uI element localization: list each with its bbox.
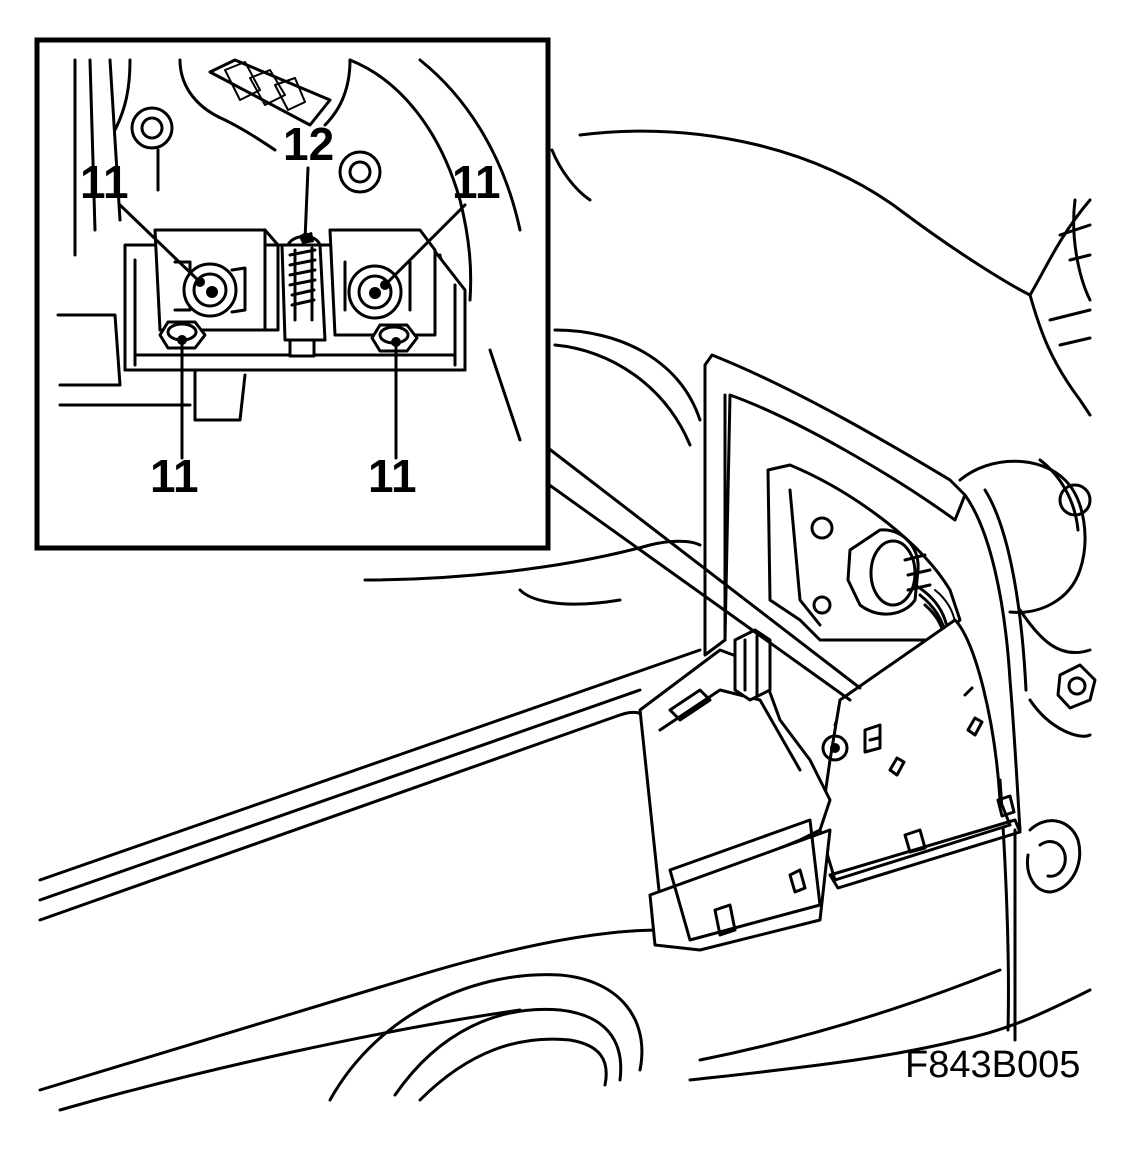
column-clip-3: [903, 828, 927, 854]
front-plate-slot-1: [966, 716, 984, 737]
inset-screw-thread: [288, 248, 317, 307]
column-cover-mid-edge: [38, 710, 652, 922]
harness-clamp-bolt-center: [830, 743, 840, 753]
inset-left-cage-side: [263, 228, 280, 332]
inset-left-panel-4: [113, 58, 132, 132]
front-plate: [818, 618, 1012, 882]
knob-right-inner: [1038, 840, 1067, 878]
inset-lower-support: [193, 368, 247, 422]
hub-bolt-right: [1056, 663, 1097, 710]
inset-nut-top-right-center: [369, 287, 381, 299]
front-plate-tab: [863, 723, 882, 754]
column-cover-bottom-edge: [38, 928, 662, 1092]
callout-11-bottom-left: 11: [150, 450, 199, 502]
inset-nut-top-left-ring: [192, 272, 228, 308]
inset-bracket-inner-frame: [133, 258, 457, 367]
inset-screw-base: [288, 338, 316, 358]
figure-id: F843B005: [905, 1044, 1080, 1086]
leader-top-center: [303, 166, 310, 242]
dashboard-upper-curve-2: [550, 148, 592, 202]
detail-leader-lines: [546, 446, 862, 702]
connector-block-lines: [743, 634, 759, 697]
inset-right-curve-3: [488, 348, 522, 442]
column-cover-lower-inner: [668, 818, 822, 942]
column-cover-lower: [648, 828, 832, 952]
detail-inset: 12 11 11 11 11: [34, 37, 551, 551]
front-plate-slot-2: [888, 756, 906, 777]
switch-housing-back: [703, 353, 967, 657]
dashboard-mid-curve-2: [553, 343, 692, 447]
right-console-part: [1028, 293, 1092, 417]
main-view: [38, 129, 1097, 1112]
steering-hub-inner: [1038, 458, 1080, 532]
lower-right-sweep-2: [698, 968, 1002, 1062]
column-clip-2: [713, 903, 737, 937]
inset-nut-top-left-center: [206, 286, 218, 298]
inset-left-panel-2: [88, 58, 97, 232]
callout-11-top-right: 11: [452, 156, 501, 208]
dash-lower-left-curve-2: [518, 588, 622, 606]
inset-left-outline: [56, 313, 122, 387]
dashboard-upper-curve: [578, 129, 1032, 297]
steering-hub-outline: [958, 459, 1087, 614]
mount-plate-inner: [788, 488, 822, 627]
inset-boss-left: [130, 106, 174, 150]
right-console-outline: [1028, 198, 1092, 297]
inset-screw-shaft: [293, 246, 314, 322]
leader-line-lower: [546, 482, 852, 702]
dash-lower-left-curve: [363, 539, 702, 582]
callout-11-bottom-right: 11: [368, 450, 417, 502]
dashboard-mid-curve: [553, 328, 702, 422]
column-cover-bottom-edge-2: [58, 1008, 522, 1112]
inset-nut-top-right-ring: [357, 274, 393, 310]
leader-top-left: [118, 203, 202, 284]
inset-top-bracket: [178, 58, 277, 152]
right-side-curves: [1018, 608, 1092, 738]
callout-12: 12: [283, 118, 334, 170]
leader-line-upper: [546, 446, 862, 690]
column-clip-1: [788, 868, 807, 894]
front-plate-slot-3: [963, 686, 974, 697]
column-cover-top-edge-2: [38, 688, 642, 902]
harness-clamp-bolt: [821, 734, 849, 762]
hub-bolt-right-center: [1067, 676, 1087, 696]
leader-bottom-right-dot: [391, 337, 401, 347]
hub-bolt-top: [1058, 483, 1092, 517]
lower-bowl-inner: [393, 1007, 623, 1097]
leader-top-center-dot: [300, 233, 310, 243]
shroud-right-edge: [963, 493, 1022, 832]
inset-right-curve-1: [348, 58, 473, 302]
callout-11-top-left: 11: [80, 156, 129, 208]
inset-left-panel-3: [108, 58, 122, 222]
inset-boss-left-inner: [140, 116, 164, 140]
inset-top-connector-grid: [224, 61, 306, 111]
leader-top-left-dot: [195, 277, 205, 287]
mount-hole-2: [812, 595, 832, 615]
inset-right-curve-2: [418, 58, 522, 232]
leader-bottom-left-dot: [177, 335, 187, 345]
inset-nut-top-left-flats: [230, 266, 247, 314]
front-plate-bottom-lip: [828, 818, 1022, 890]
inset-top-bracket-2: [323, 58, 352, 127]
lower-bowl-outer: [328, 973, 644, 1102]
inset-top-connector: [208, 58, 332, 127]
lower-bowl-inner-2: [418, 1037, 608, 1102]
leader-top-right: [383, 203, 467, 287]
leader-top-right-dot: [380, 280, 390, 290]
connector-body: [846, 528, 920, 616]
inset-boss-right: [338, 150, 382, 194]
lower-right-sweep: [688, 988, 1092, 1082]
right-console-part-3: [1072, 198, 1092, 302]
column-clip-4: [996, 794, 1016, 818]
inset-right-cage-tab: [343, 260, 412, 312]
knob-right: [1025, 819, 1082, 894]
stalk-end-slot: [668, 688, 712, 722]
inset-boss-right-inner: [348, 160, 372, 184]
shroud-right-edge-2: [983, 488, 1028, 692]
column-cover-top-edge: [38, 648, 702, 882]
mount-hole-1: [810, 516, 834, 540]
